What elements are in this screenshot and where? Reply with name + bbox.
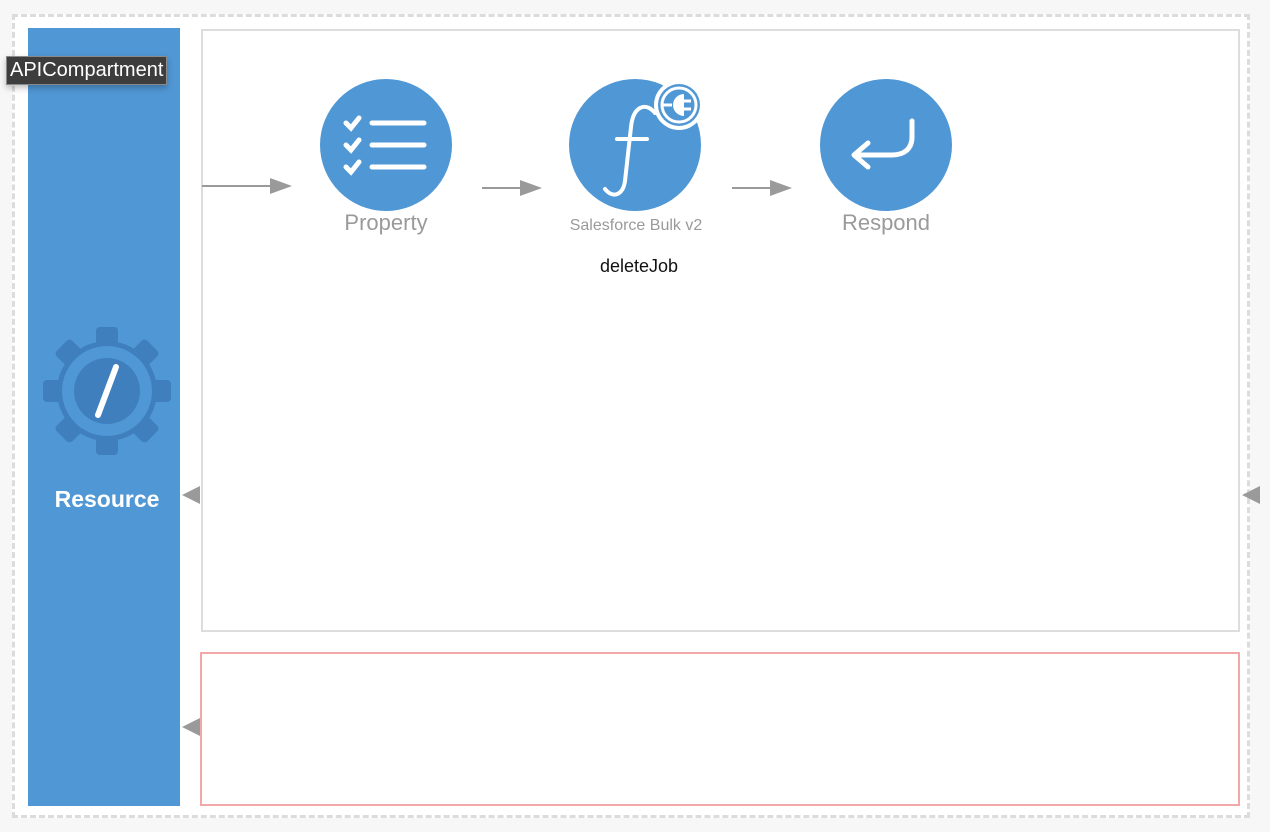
flow-arrow xyxy=(732,180,792,196)
respond-label: Respond xyxy=(841,210,931,235)
plug-icon xyxy=(658,84,700,126)
property-node[interactable] xyxy=(320,79,452,211)
compartment-tooltip: APICompartment xyxy=(6,56,168,85)
gear-slash-icon[interactable] xyxy=(42,326,172,456)
operation-name: deleteJob xyxy=(599,256,679,276)
fault-port-marker xyxy=(182,718,200,736)
out-port-marker xyxy=(1242,486,1260,504)
fault-sequence-area[interactable] xyxy=(200,652,1240,806)
function-icon xyxy=(603,104,657,197)
checklist-icon xyxy=(343,115,427,176)
property-label: Property xyxy=(344,210,428,235)
flow-arrow xyxy=(482,180,542,196)
flow-arrow xyxy=(202,178,292,194)
return-arrow-icon xyxy=(851,118,915,170)
salesforce-bulk-label: Salesforce Bulk v2 xyxy=(569,217,703,234)
resource-label: Resource xyxy=(54,486,160,512)
connector-badge xyxy=(654,80,704,130)
respond-node[interactable] xyxy=(820,79,952,211)
in-port-marker xyxy=(182,486,200,504)
